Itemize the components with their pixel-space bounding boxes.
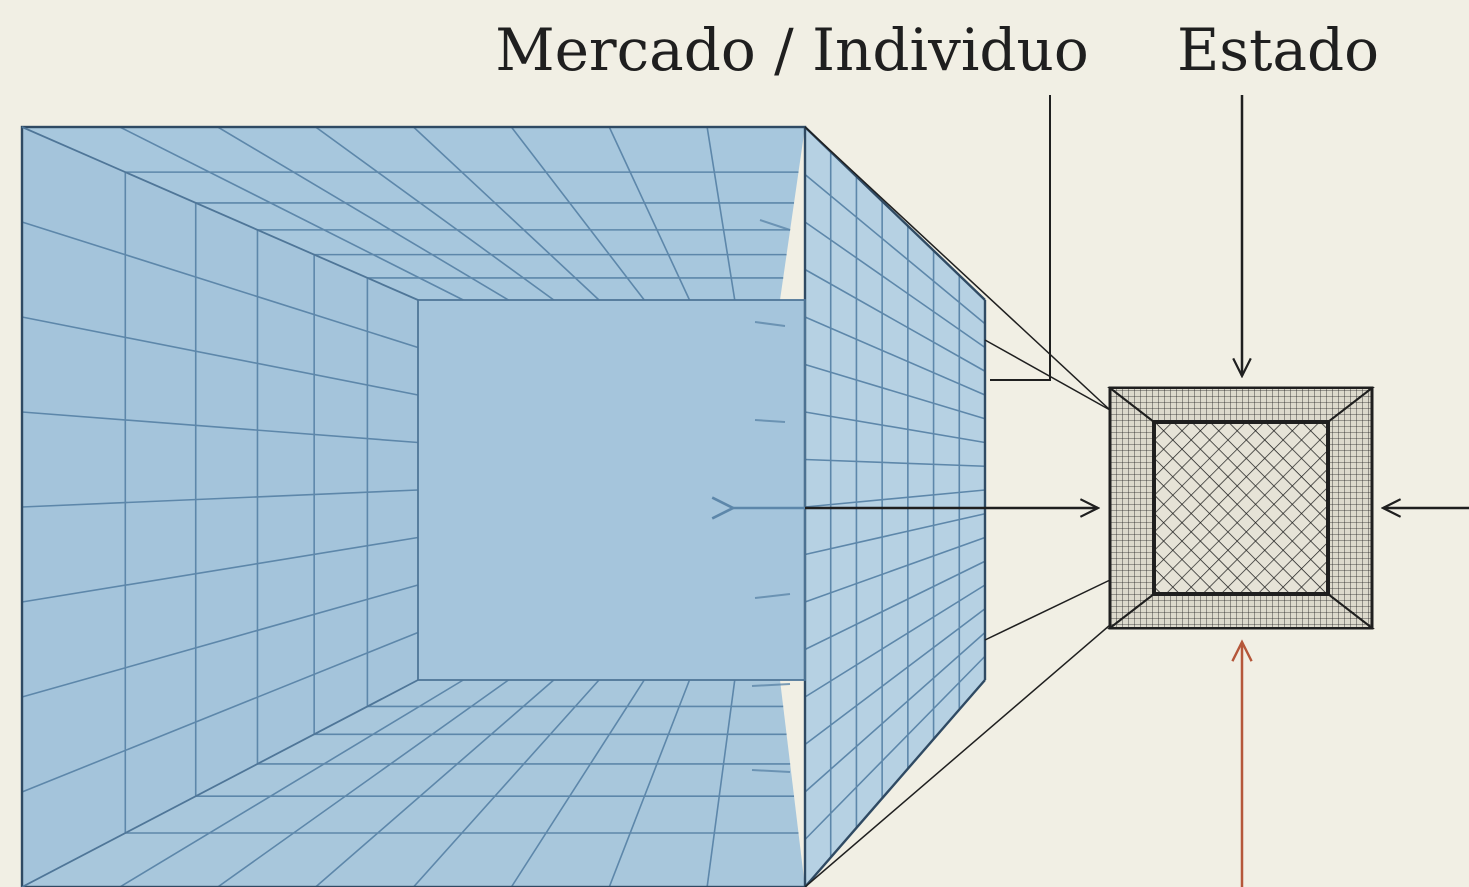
grid-line — [412, 679, 600, 887]
cube-left-wall — [22, 127, 418, 887]
grid-line — [412, 126, 600, 301]
grid-line — [804, 316, 986, 396]
grid-line — [804, 489, 986, 508]
grid-line — [804, 458, 986, 468]
grid-line — [315, 679, 555, 887]
grid-line — [510, 126, 645, 301]
grid-line — [804, 655, 986, 841]
grid-line — [804, 173, 986, 325]
grid-line — [119, 126, 464, 301]
cube-floor — [22, 680, 805, 887]
cube-grid-lines — [21, 126, 986, 887]
grid-line — [608, 679, 691, 887]
grid-line — [804, 631, 986, 793]
grid-line — [21, 411, 419, 444]
grid-line — [804, 512, 986, 556]
grid-line — [608, 126, 691, 301]
grid-line — [706, 126, 736, 301]
grid-line — [21, 584, 419, 698]
grid-line — [119, 679, 464, 887]
grid-line — [804, 584, 986, 698]
grid-line — [804, 536, 986, 603]
label-market: Mercado / Individuo — [495, 16, 1089, 84]
grid-line — [21, 316, 419, 396]
mesh-core — [1152, 420, 1330, 596]
grid-line — [804, 608, 986, 746]
cube-back-wall — [418, 300, 805, 680]
grid-line — [315, 126, 555, 301]
perspective-lines — [804, 126, 1111, 887]
dense-mesh-cube — [1107, 386, 1375, 630]
expanded-grid-cube — [20, 125, 987, 887]
grid-line — [804, 268, 986, 372]
grid-line — [510, 679, 645, 887]
grid-line — [217, 679, 509, 887]
label-state: Estado — [1177, 16, 1379, 84]
grid-line — [21, 631, 419, 793]
grid-line — [706, 679, 736, 887]
cube-ceiling — [22, 127, 805, 300]
grid-line — [804, 560, 986, 651]
grid-line — [217, 126, 509, 301]
grid-line — [804, 411, 986, 444]
grid-line — [21, 536, 419, 603]
callout-line — [990, 95, 1051, 381]
grid-line — [21, 221, 419, 349]
grid-line — [21, 489, 419, 508]
grid-line — [804, 363, 986, 420]
grid-line — [804, 221, 986, 349]
